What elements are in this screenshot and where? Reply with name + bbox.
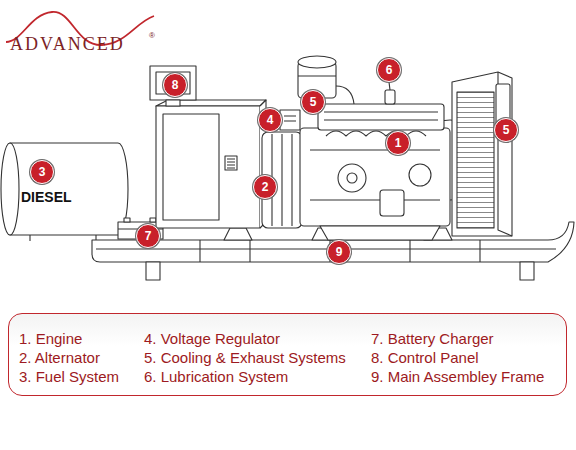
battery (150, 218, 156, 222)
engine (347, 173, 357, 183)
callout-text: 6 (386, 64, 393, 76)
engine (324, 112, 438, 120)
parts-list-item: 2. Alternator (19, 349, 100, 367)
parts-list-item: 7. Battery Charger (371, 330, 494, 348)
engine (310, 150, 440, 200)
callout-number: 4 (258, 108, 282, 132)
engine (298, 56, 336, 68)
callout-text: 2 (262, 181, 269, 193)
callout-number: 7 (136, 224, 160, 248)
battery (124, 218, 130, 222)
engine (409, 164, 431, 186)
radiator (452, 72, 512, 236)
radiator (452, 72, 512, 236)
alternator-enclosure (225, 156, 237, 170)
engine (326, 131, 426, 136)
control-panel (166, 100, 180, 106)
tank-label: DIESEL (21, 189, 72, 205)
callout-text: 1 (395, 137, 402, 149)
engine (338, 164, 366, 192)
parts-list-item: 8. Control Panel (371, 349, 479, 367)
brand-name: ADVANCED (10, 34, 125, 54)
engine (318, 104, 444, 130)
callout-number: 6 (377, 58, 401, 82)
engine (320, 226, 440, 240)
fuel-tank (1, 143, 19, 235)
skid-frame (224, 228, 252, 240)
parts-list-item: 9. Main Assembley Frame (371, 368, 544, 386)
fuel-tank (30, 235, 96, 241)
alternator-enclosure (227, 159, 235, 168)
engine (336, 86, 354, 104)
fuel-tank (10, 143, 128, 235)
engine (385, 90, 395, 104)
radiator (457, 92, 494, 228)
callout-text: 4 (267, 114, 274, 126)
engine (380, 190, 404, 216)
skid-frame (520, 262, 534, 280)
skid-frame (146, 262, 160, 280)
generator-illustration (1, 56, 574, 280)
callout-number: 2 (253, 175, 277, 199)
parts-list-item: 3. Fuel System (19, 368, 119, 386)
engine (300, 128, 450, 226)
callout-text: 3 (39, 166, 46, 178)
callout-text: 9 (336, 246, 343, 258)
alternator (280, 110, 300, 130)
parts-list-item: 1. Engine (19, 330, 82, 348)
callout-number: 1 (386, 131, 410, 155)
parts-list-item: 4. Voltage Regulator (144, 330, 280, 348)
registered-mark: ® (149, 32, 155, 40)
engine (389, 82, 390, 90)
alternator-enclosure (156, 100, 266, 106)
alternator (284, 116, 296, 121)
callout-text: 8 (172, 79, 179, 91)
alternator-enclosure (156, 100, 266, 228)
parts-list-item: 5. Cooling & Exhaust Systems (144, 349, 346, 367)
callout-text: 7 (145, 230, 152, 242)
skid-frame (96, 248, 556, 249)
callout-number: 8 (163, 73, 187, 97)
callout-number: 5 (301, 90, 325, 114)
callout-text: 5 (503, 124, 510, 136)
fuel-tank (1, 143, 128, 241)
alternator-enclosure (156, 106, 260, 228)
parts-list-item: 6. Lubrication System (144, 368, 288, 386)
callout-number: 3 (30, 160, 54, 184)
control-panel (150, 66, 196, 100)
alternator-enclosure (163, 114, 219, 220)
parts-list-box: 1. Engine2. Alternator3. Fuel System 4. V… (8, 313, 567, 396)
callout-number: 5 (494, 118, 518, 142)
control-panel (150, 66, 196, 106)
engine (298, 75, 336, 76)
callout-number: 9 (327, 240, 351, 264)
callout-text: 5 (310, 96, 317, 108)
